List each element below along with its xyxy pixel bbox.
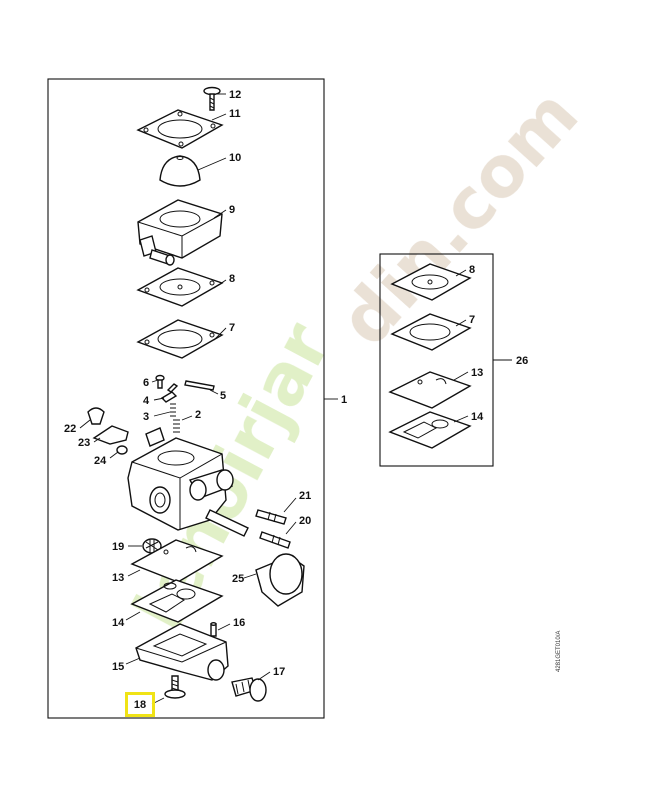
kit-callout-8: 8 (469, 264, 475, 276)
kit-gasket-8 (390, 263, 472, 301)
spring-2 (173, 419, 180, 433)
leader-lines (79, 93, 512, 705)
kit-gasket-7 (390, 313, 472, 351)
highlighted-callout-18[interactable]: 18 (125, 692, 155, 717)
gasket-13 (130, 539, 224, 583)
callout-5: 5 (220, 390, 226, 402)
main-callouts: 12 11 10 9 8 7 6 5 4 3 2 1 22 23 24 21 2… (64, 89, 347, 678)
screw-12 (203, 86, 221, 111)
kit-callout-26: 26 (516, 355, 528, 367)
callout-3: 3 (143, 411, 149, 423)
pump-cover-9 (137, 199, 223, 266)
gasket-7 (136, 319, 224, 359)
primer-bulb-25 (255, 553, 305, 607)
callout-4: 4 (143, 395, 150, 407)
carburetor-body-1 (127, 427, 249, 537)
callout-17: 17 (273, 666, 285, 678)
callout-1: 1 (341, 394, 347, 406)
kit-diaphragm-14 (388, 411, 472, 449)
kit-callout-13: 13 (471, 367, 483, 379)
small-parts-3-6 (155, 374, 215, 417)
choke-parts-22-24 (87, 407, 129, 455)
callout-21: 21 (299, 490, 311, 502)
callout-20: 20 (299, 515, 311, 527)
callout-22: 22 (64, 423, 76, 435)
dome-10 (159, 155, 201, 187)
kit-callout-7: 7 (469, 314, 475, 326)
callout-25: 25 (232, 573, 244, 585)
pin-16 (210, 622, 217, 637)
svg-text:din.com: din.com (324, 74, 594, 362)
callout-19: 19 (112, 541, 124, 553)
main-assembly-frame (47, 78, 325, 719)
kit-gasket-13 (388, 371, 472, 409)
diaphragm-14 (130, 579, 224, 623)
callout-6: 6 (143, 377, 149, 389)
cover-plate-11 (136, 109, 224, 149)
callout-18: 18 (133, 699, 147, 711)
fitting-17 (231, 677, 267, 702)
callout-16: 16 (233, 617, 245, 629)
screw-18 (164, 675, 186, 699)
callout-13: 13 (112, 572, 124, 584)
callout-11: 11 (229, 108, 241, 120)
callout-15: 15 (112, 661, 124, 673)
drawing-reference-code: 4281GET010/A (556, 630, 562, 672)
callout-10: 10 (229, 152, 241, 164)
callout-8: 8 (229, 273, 235, 285)
callout-14: 14 (112, 617, 125, 629)
callout-7: 7 (229, 322, 235, 334)
callout-12: 12 (229, 89, 241, 101)
kit-callouts: 8 7 13 14 26 (469, 264, 528, 423)
callout-23: 23 (78, 437, 90, 449)
callout-9: 9 (229, 204, 235, 216)
cover-15 (135, 623, 229, 681)
gasket-8 (136, 267, 224, 307)
kit-callout-14: 14 (471, 411, 484, 423)
callout-24: 24 (94, 455, 107, 467)
callout-2: 2 (195, 409, 201, 421)
needles-20-21 (255, 509, 291, 549)
